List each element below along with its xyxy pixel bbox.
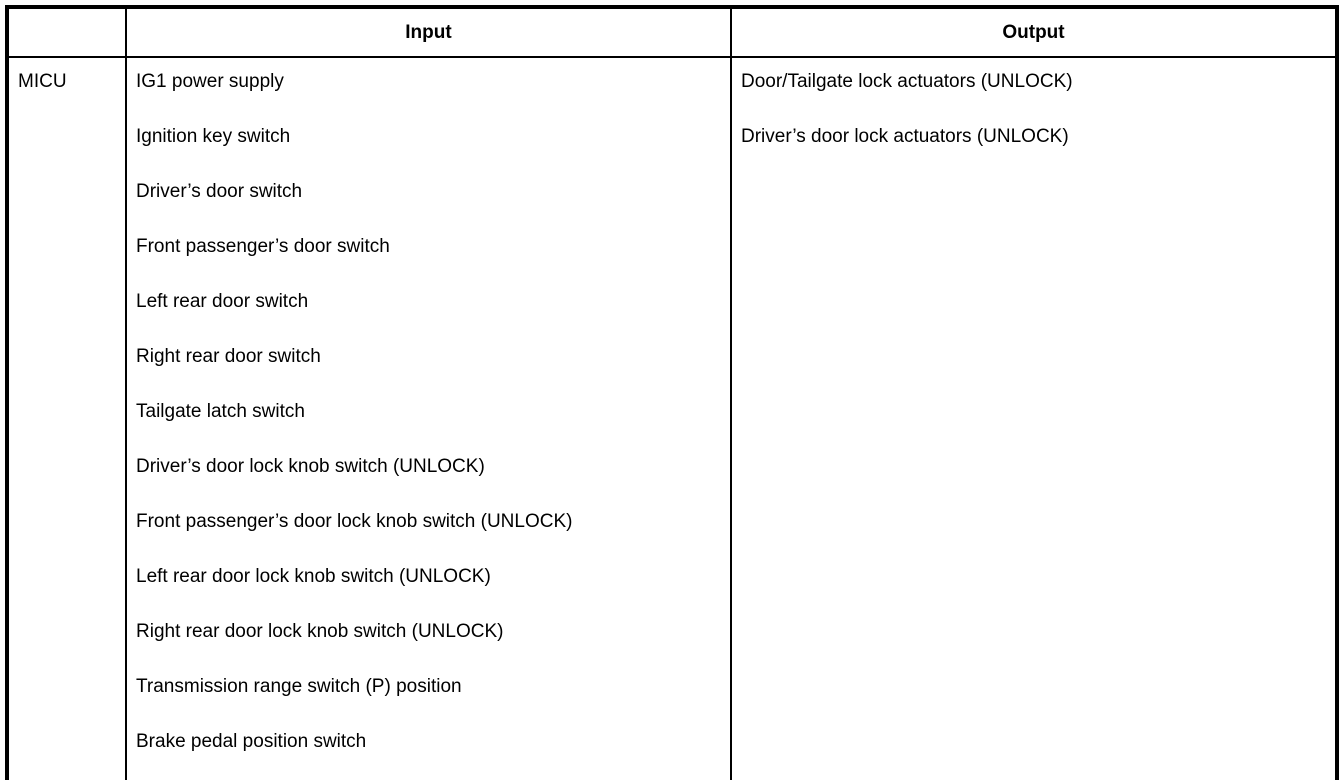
output-item: Door/Tailgate lock actuators (UNLOCK) [741,71,1073,92]
input-item: Brake pedal position switch [136,731,367,752]
input-item: Front passenger’s door lock knob switch … [136,511,573,532]
input-item: Transmission range switch (P) position [136,676,462,697]
input-item: Front passenger’s door switch [136,236,390,257]
header-output: Output [730,6,1338,58]
output-cell: Door/Tailgate lock actuators (UNLOCK) Dr… [730,56,1338,780]
output-item: Driver’s door lock actuators (UNLOCK) [741,126,1069,147]
unit-cell: MICU [6,56,127,780]
input-item: Driver’s door switch [136,181,303,202]
input-item: IG1 power supply [136,71,284,92]
header-corner-cell [6,6,127,58]
header-row: Input Output [6,6,1338,58]
input-item: Right rear door lock knob switch (UNLOCK… [136,621,504,642]
input-item: Left rear door switch [136,291,309,312]
input-cell: IG1 power supply Ignition key switch Dri… [125,56,732,780]
micu-input-output-table: Input Output MICU IG1 power supply Ignit… [5,5,1339,780]
header-input: Input [125,6,732,58]
input-item: Driver’s door lock knob switch (UNLOCK) [136,456,485,477]
input-item: Right rear door switch [136,346,321,367]
input-item: Ignition key switch [136,126,291,147]
input-item: Tailgate latch switch [136,401,305,422]
input-item: Left rear door lock knob switch (UNLOCK) [136,566,491,587]
table-row: MICU IG1 power supply Ignition key switc… [6,56,1338,780]
unit-label: MICU [18,71,67,92]
